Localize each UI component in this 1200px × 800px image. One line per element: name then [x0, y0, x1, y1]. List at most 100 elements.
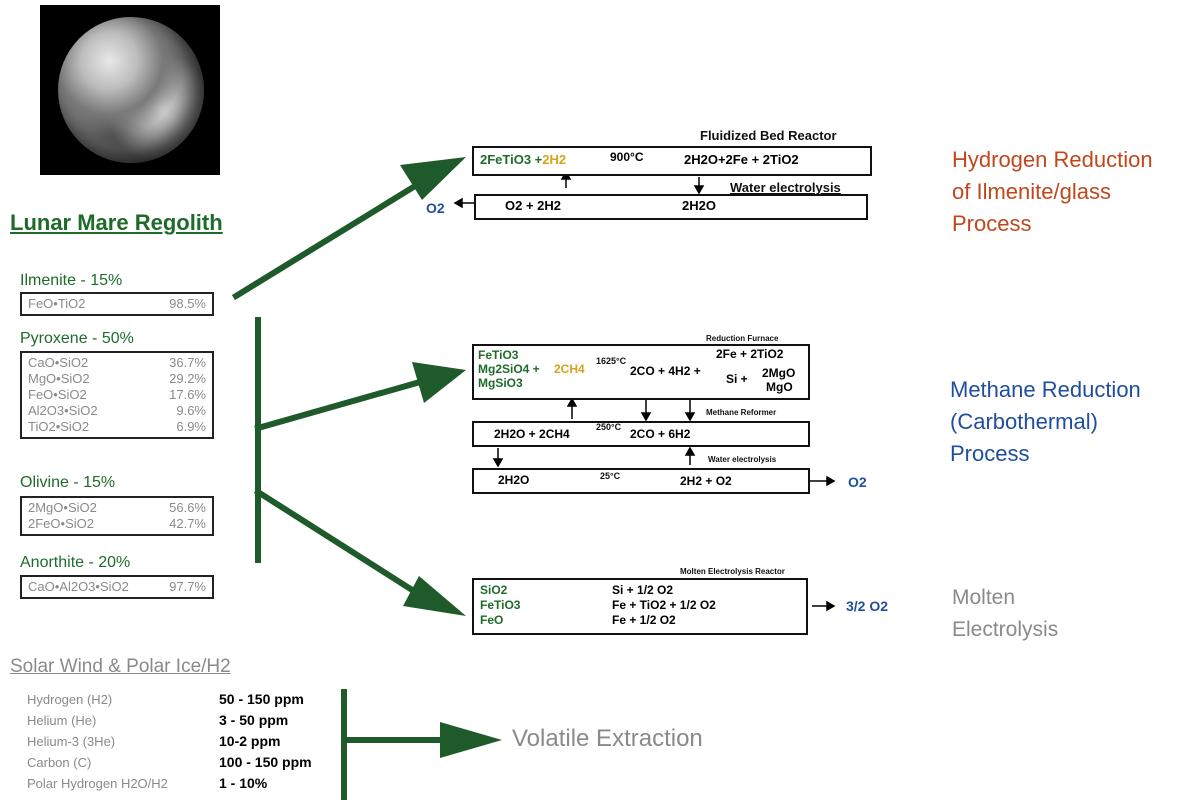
- formula: CaO•Al2O3•SiO2: [28, 579, 129, 594]
- volatile-value: 1 - 10%: [219, 775, 268, 791]
- percent: 97.7%: [169, 579, 206, 594]
- process-line: Molten: [952, 586, 1016, 609]
- volatile-name: Helium-3 (3He): [27, 734, 116, 749]
- reformer-temp: 250°C: [596, 422, 622, 432]
- volatile-name: Carbon (C): [27, 755, 92, 770]
- volatile-name: Hydrogen (H2): [27, 692, 113, 707]
- mineral-heading-olivine: Olivine - 15%: [20, 474, 116, 491]
- formula: MgO•SiO2: [28, 371, 90, 386]
- methane-reformer-label: Methane Reformer: [706, 408, 777, 417]
- methane-product-2mgo: 2MgO: [762, 366, 796, 380]
- mineral-heading-ilmenite: Ilmenite - 15%: [20, 272, 123, 289]
- formula: FeO•SiO2: [28, 387, 87, 402]
- volatiles-list: Hydrogen (H2) 50 - 150 ppm Helium (He) 3 -…: [27, 689, 312, 794]
- arrow-to-methane: [254, 378, 424, 432]
- hydrogen-temp: 900°C: [610, 150, 644, 164]
- molten-right-column: Si + 1/2 O2 Fe + TiO2 + 1/2 O2 Fe + 1/2 …: [612, 583, 716, 628]
- mineral-row: MgO•SiO2 29.2%: [28, 371, 206, 387]
- water-temp: 25°C: [600, 471, 621, 481]
- arrowhead-molten: [403, 576, 466, 616]
- arrowhead-hydrogen: [400, 157, 466, 200]
- fluidized-bed-reactor-label: Fluidized Bed Reactor: [700, 128, 837, 143]
- methane-product-mgo: MgO: [766, 380, 793, 394]
- molten-reactor-box: [472, 578, 808, 635]
- volatile-value: 3 - 50 ppm: [219, 712, 289, 728]
- formula: CaO•SiO2: [28, 355, 89, 370]
- methane-temp: 1625°C: [596, 356, 627, 366]
- water-electrolysis-label: Water electrolysis: [730, 180, 841, 195]
- volatile-value: 100 - 150 ppm: [219, 754, 312, 770]
- arrowhead-volatile: [440, 722, 502, 758]
- molten-left: SiO2: [480, 583, 508, 597]
- volatile-row: Helium-3 (3He)10-2 ppm: [27, 731, 312, 752]
- molten-left: FeTiO3: [480, 598, 521, 612]
- electrolysis-left: O2 + 2H2: [505, 198, 562, 213]
- methane-ch4: 2CH4: [554, 362, 585, 376]
- reduction-furnace-box: [472, 344, 810, 400]
- molten-right: Si + 1/2 O2: [612, 583, 674, 597]
- molten-o2-output: 3/2 O2: [846, 598, 889, 614]
- reactant-line: FeTiO3: [478, 348, 519, 362]
- fluidized-bed-reactor-box: [472, 146, 872, 176]
- volatile-name: Polar Hydrogen H2O/H2: [27, 776, 168, 791]
- methane-product-si: Si +: [726, 372, 748, 386]
- methane-middle: 2CO + 4H2 +: [630, 364, 701, 378]
- moon-disc: [58, 17, 204, 163]
- molten-reactor-label: Molten Electrolysis Reactor: [680, 567, 785, 576]
- percent: 17.6%: [169, 387, 206, 402]
- mineral-box-anorthite: CaO•Al2O3•SiO2 97.7%: [20, 575, 214, 599]
- arrow-to-hydrogen: [231, 178, 425, 301]
- molten-right: Fe + TiO2 + 1/2 O2: [612, 598, 716, 612]
- volatile-extraction-label: Volatile Extraction: [512, 725, 703, 752]
- reactant-line: MgSiO3: [478, 376, 523, 390]
- water-left: 2H2O: [498, 473, 530, 487]
- volatile-name: Helium (He): [27, 713, 97, 728]
- percent: 98.5%: [169, 296, 206, 311]
- percent: 42.7%: [169, 516, 206, 531]
- process-line: Methane Reduction: [950, 377, 1141, 402]
- methane-o2-output: O2: [848, 474, 867, 490]
- water-electrolysis-box: [474, 194, 868, 220]
- molten-left-column: SiO2 FeTiO3 FeO: [480, 583, 520, 628]
- methane-reformer-box: [472, 421, 810, 447]
- reformer-right: 2CO + 6H2: [630, 427, 691, 441]
- percent: 36.7%: [169, 355, 206, 370]
- reactant-line: Mg2SiO4 +: [478, 362, 540, 376]
- molten-left: FeO: [480, 613, 504, 627]
- moon-image: [40, 5, 220, 175]
- hydrogen-reactant: 2FeTiO3 +2H2: [480, 152, 566, 167]
- formula: TiO2•SiO2: [28, 419, 90, 434]
- methane-reactants: FeTiO3 Mg2SiO4 + MgSiO3: [478, 348, 540, 390]
- mineral-heading-pyroxene: Pyroxene - 50%: [20, 330, 134, 347]
- methane-water-label: Water electrolysis: [708, 455, 777, 464]
- formula: Al2O3•SiO2: [28, 403, 98, 418]
- volatile-row: Carbon (C) 100 - 150 ppm: [27, 752, 312, 773]
- hydrogen-o2-output: O2: [426, 200, 445, 216]
- percent: 29.2%: [169, 371, 206, 386]
- percent: 6.9%: [176, 419, 206, 434]
- volatile-row: Helium (He) 3 - 50 ppm: [27, 710, 312, 731]
- mineral-row: FeO•SiO2 17.6%: [28, 387, 206, 403]
- volatile-row: Hydrogen (H2) 50 - 150 ppm: [27, 689, 312, 710]
- reactant-text: 2FeTiO3 +: [480, 152, 543, 167]
- process-line: of Ilmenite/glass: [952, 179, 1111, 204]
- electrolysis-right: 2H2O: [682, 198, 716, 213]
- arrow-to-molten: [253, 487, 425, 600]
- reactant-h2: 2H2: [542, 152, 567, 167]
- methane-water-box: [472, 468, 810, 494]
- reformer-left: 2H2O + 2CH4: [494, 427, 570, 441]
- regolith-title: Lunar Mare Regolith: [10, 210, 223, 235]
- molten-right: Fe + 1/2 O2: [612, 613, 676, 627]
- volatile-value: 50 - 150 ppm: [219, 691, 304, 707]
- volatile-row: Polar Hydrogen H2O/H2 1 - 10%: [27, 773, 312, 794]
- arrowhead-methane: [412, 362, 466, 403]
- mineral-row: CaO•Al2O3•SiO2 97.7%: [28, 579, 206, 595]
- process-line: Electrolysis: [952, 618, 1059, 641]
- hydrogen-process-title: Hydrogen Reduction of Ilmenite/glass Pro…: [952, 144, 1153, 240]
- methane-product-1: 2Fe + 2TiO2: [716, 347, 784, 361]
